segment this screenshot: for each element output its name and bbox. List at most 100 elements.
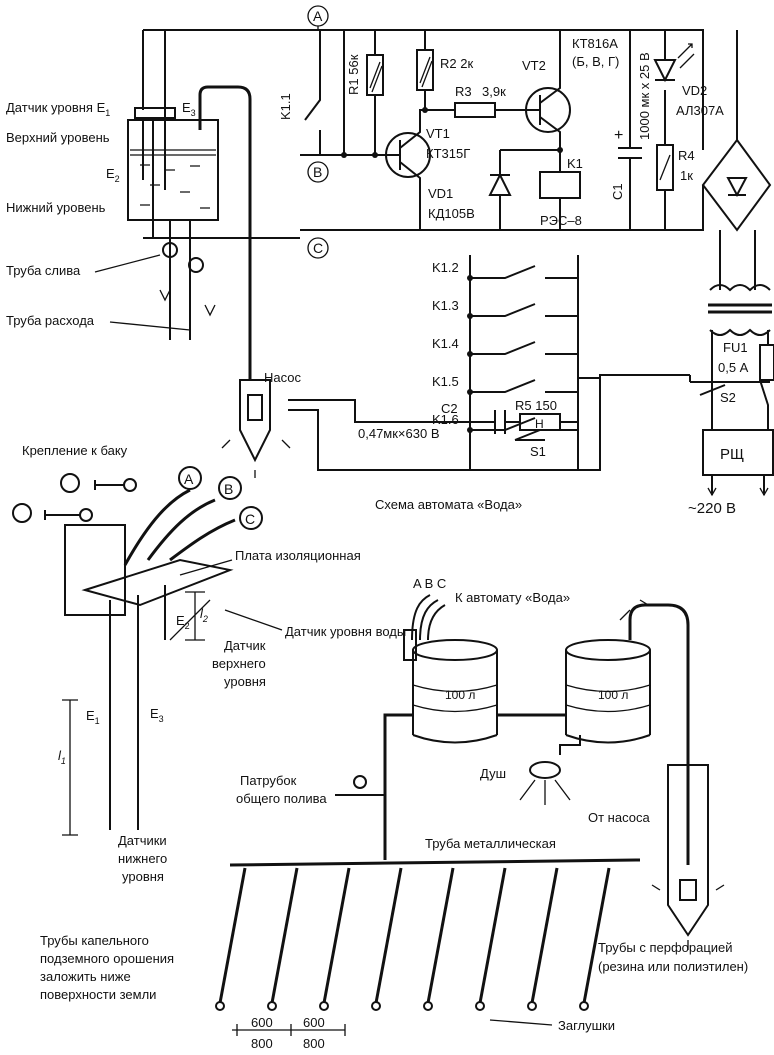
l1-label: l1 bbox=[58, 748, 66, 766]
lower-sensors-label-1: Датчики bbox=[118, 833, 167, 848]
pipe-cap-2 bbox=[267, 1001, 277, 1011]
pump-body bbox=[239, 379, 271, 463]
contact-switch-5 bbox=[470, 379, 578, 393]
abc-label: A B C bbox=[413, 576, 446, 591]
r4-label: R4 bbox=[678, 148, 695, 163]
tank-view: Датчик уровня E1 E3 Верхний уровень E2 Н… bbox=[6, 30, 301, 478]
c2-label: C2 bbox=[441, 401, 458, 416]
rsch-panel bbox=[702, 429, 774, 476]
drip-pipe-8 bbox=[582, 867, 611, 1004]
circuit-schematic: A K1.1 B R1 56к R2 2к R3 3,9к VT1 КТ315Г bbox=[143, 5, 774, 517]
e3-label: E3 bbox=[182, 100, 196, 118]
contact-label-2: K1.2 bbox=[432, 260, 459, 275]
drip-pipe-2 bbox=[270, 867, 299, 1004]
wire-a-label: A bbox=[184, 471, 194, 487]
vt2-transistor bbox=[525, 87, 571, 133]
contact-switch-6 bbox=[470, 417, 578, 431]
e3-detail-label: E3 bbox=[150, 706, 164, 724]
contact-label-6: K1.6 bbox=[432, 412, 459, 427]
pump-pipe bbox=[198, 85, 252, 380]
fu1-value: 0,5 А bbox=[718, 360, 749, 375]
k1-relay-coil bbox=[539, 171, 581, 199]
drip-pipes bbox=[215, 867, 611, 1011]
pump-label: Насос bbox=[264, 370, 301, 385]
upper-sensor-label-3: уровня bbox=[224, 674, 266, 689]
contact-node-4 bbox=[467, 351, 473, 357]
vd2-led bbox=[653, 59, 677, 83]
contact-label-4: K1.4 bbox=[432, 336, 459, 351]
drip-label-2: подземного орошения bbox=[40, 951, 174, 966]
k1-label: K1 bbox=[567, 156, 583, 171]
node-b-label: B bbox=[313, 164, 322, 180]
node-a-label: A bbox=[313, 8, 323, 24]
lower-sensors-label-3: уровня bbox=[122, 869, 164, 884]
r3-value: 3,9к bbox=[482, 84, 506, 99]
r4-resistor bbox=[656, 144, 674, 191]
r1-label: R1 56к bbox=[346, 54, 361, 95]
c2-value: 0,47мк×630 В bbox=[358, 426, 440, 441]
bolt-icon bbox=[94, 480, 125, 490]
perforated-label-2: (резина или полиэтилен) bbox=[598, 959, 748, 974]
vt2-label: VT2 bbox=[522, 58, 546, 73]
drain-label: Труба слива bbox=[6, 263, 81, 278]
upper-sensor-label-2: верхнего bbox=[212, 656, 266, 671]
mount-bracket bbox=[64, 524, 126, 616]
barrel-1-label: 100 л bbox=[445, 688, 475, 702]
vd1-label: VD1 bbox=[428, 186, 453, 201]
pipe-cap-6 bbox=[475, 1001, 485, 1011]
shower-head bbox=[529, 761, 561, 779]
pipe-cap-1 bbox=[215, 1001, 225, 1011]
r4-value: 1к bbox=[680, 168, 693, 183]
circuit-title: Схема автомата «Вода» bbox=[375, 497, 522, 512]
vt2-suffix: (Б, В, Г) bbox=[572, 54, 619, 69]
contact-node-2 bbox=[467, 275, 473, 281]
lower-level-label: Нижний уровень bbox=[6, 200, 106, 215]
consumption-valve bbox=[188, 257, 204, 273]
metal-pipe-label: Труба металлическая bbox=[425, 836, 556, 851]
vd2-type: АЛ307А bbox=[676, 103, 724, 118]
pipe-cap-4 bbox=[371, 1001, 381, 1011]
mains-label: ~220 В bbox=[688, 500, 736, 517]
drain-valve bbox=[162, 242, 178, 258]
bolt-icon-2 bbox=[44, 510, 80, 520]
drip-pipe-7 bbox=[530, 867, 559, 1004]
nozzle-label-1: Патрубок bbox=[240, 773, 297, 788]
bridge-rectifier bbox=[701, 138, 772, 232]
nut-icon bbox=[60, 473, 80, 493]
drip-pipe-4 bbox=[374, 867, 403, 1004]
l2-label: l2 bbox=[200, 606, 208, 624]
fu1-fuse bbox=[759, 344, 774, 381]
board-label: Плата изоляционная bbox=[235, 548, 361, 563]
r3-resistor bbox=[454, 102, 496, 118]
level-sensor-label: Датчик уровня воды bbox=[285, 624, 406, 639]
mount-label: Крепление к баку bbox=[22, 443, 128, 458]
contact-switch-2 bbox=[470, 265, 578, 279]
drip-pipe-6 bbox=[478, 867, 507, 1004]
vd1-diode bbox=[488, 172, 512, 196]
barrel-2 bbox=[565, 639, 651, 661]
contact-label-3: K1.3 bbox=[432, 298, 459, 313]
vt1-type: КТ315Г bbox=[426, 146, 470, 161]
node-c-circle bbox=[307, 237, 329, 259]
s1-switch bbox=[514, 429, 545, 441]
outlet-pipes bbox=[169, 220, 191, 340]
drip-label-4: поверхности земли bbox=[40, 987, 156, 1002]
metal-pipe bbox=[229, 858, 641, 867]
sensor-detail: Крепление к баку A B C Плата изоляционна… bbox=[12, 443, 406, 884]
fu1-label: FU1 bbox=[723, 340, 748, 355]
nozzle-label-2: общего полива bbox=[236, 791, 327, 806]
nozzle-valve bbox=[353, 775, 367, 789]
barrel-sensor bbox=[403, 629, 417, 661]
vt1-transistor bbox=[385, 132, 431, 178]
r1-resistor bbox=[366, 54, 384, 96]
nut-icon-2 bbox=[12, 503, 32, 523]
e2-label: E2 bbox=[106, 166, 120, 184]
insulating-board bbox=[81, 558, 234, 607]
r3-label: R3 bbox=[455, 84, 472, 99]
tank-body bbox=[127, 119, 219, 221]
caps-label: Заглушки bbox=[558, 1018, 615, 1033]
barrel-1 bbox=[412, 639, 498, 661]
pipe-cap-5 bbox=[423, 1001, 433, 1011]
contact-node-5 bbox=[467, 389, 473, 395]
